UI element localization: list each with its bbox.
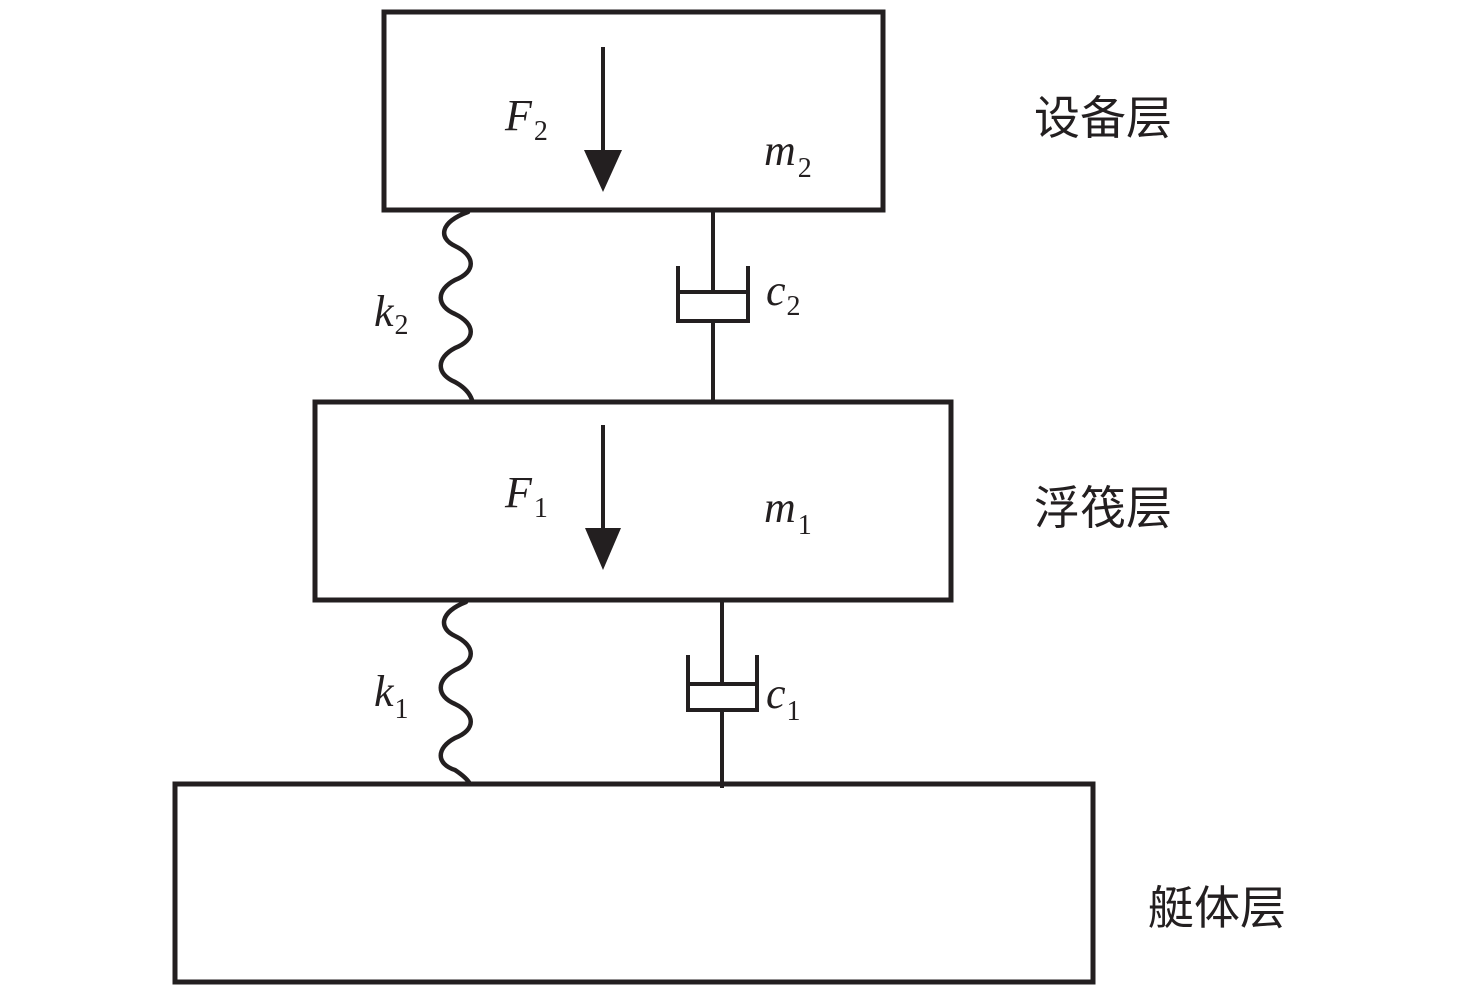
force-f2-label: F2	[504, 91, 548, 147]
damper-c2: c2	[676, 210, 801, 400]
spring-k2-label: k2	[374, 287, 409, 341]
hull-layer: 艇体层	[172, 781, 1286, 985]
raft-layer: F1 m1 浮筏层	[312, 399, 1172, 603]
raft-layer-label: 浮筏层	[1034, 481, 1172, 535]
spring-k1-coil	[438, 599, 473, 787]
force-f2-arrowhead-icon	[584, 150, 622, 192]
spring-k1: k1	[374, 599, 473, 787]
hull-block	[172, 781, 1096, 985]
force-f1-label: F1	[504, 468, 548, 524]
force-f1-arrowhead-icon	[585, 528, 621, 570]
equipment-mass-block	[381, 9, 886, 213]
damper-c1: c1	[686, 600, 801, 788]
mass-m2-label: m2	[764, 126, 812, 184]
damper-c2-label: c2	[766, 266, 801, 322]
mass-m1-label: m1	[764, 483, 812, 541]
damper-c1-label: c1	[766, 669, 801, 727]
hull-layer-label: 艇体层	[1148, 881, 1286, 935]
equipment-layer: F2 m2 设备层	[381, 9, 1172, 213]
spring-k1-label: k1	[374, 667, 409, 725]
spring-k2: k2	[374, 209, 475, 403]
raft-mass-block	[312, 399, 954, 603]
equipment-layer-label: 设备层	[1034, 91, 1172, 145]
spring-k2-coil	[438, 209, 475, 403]
